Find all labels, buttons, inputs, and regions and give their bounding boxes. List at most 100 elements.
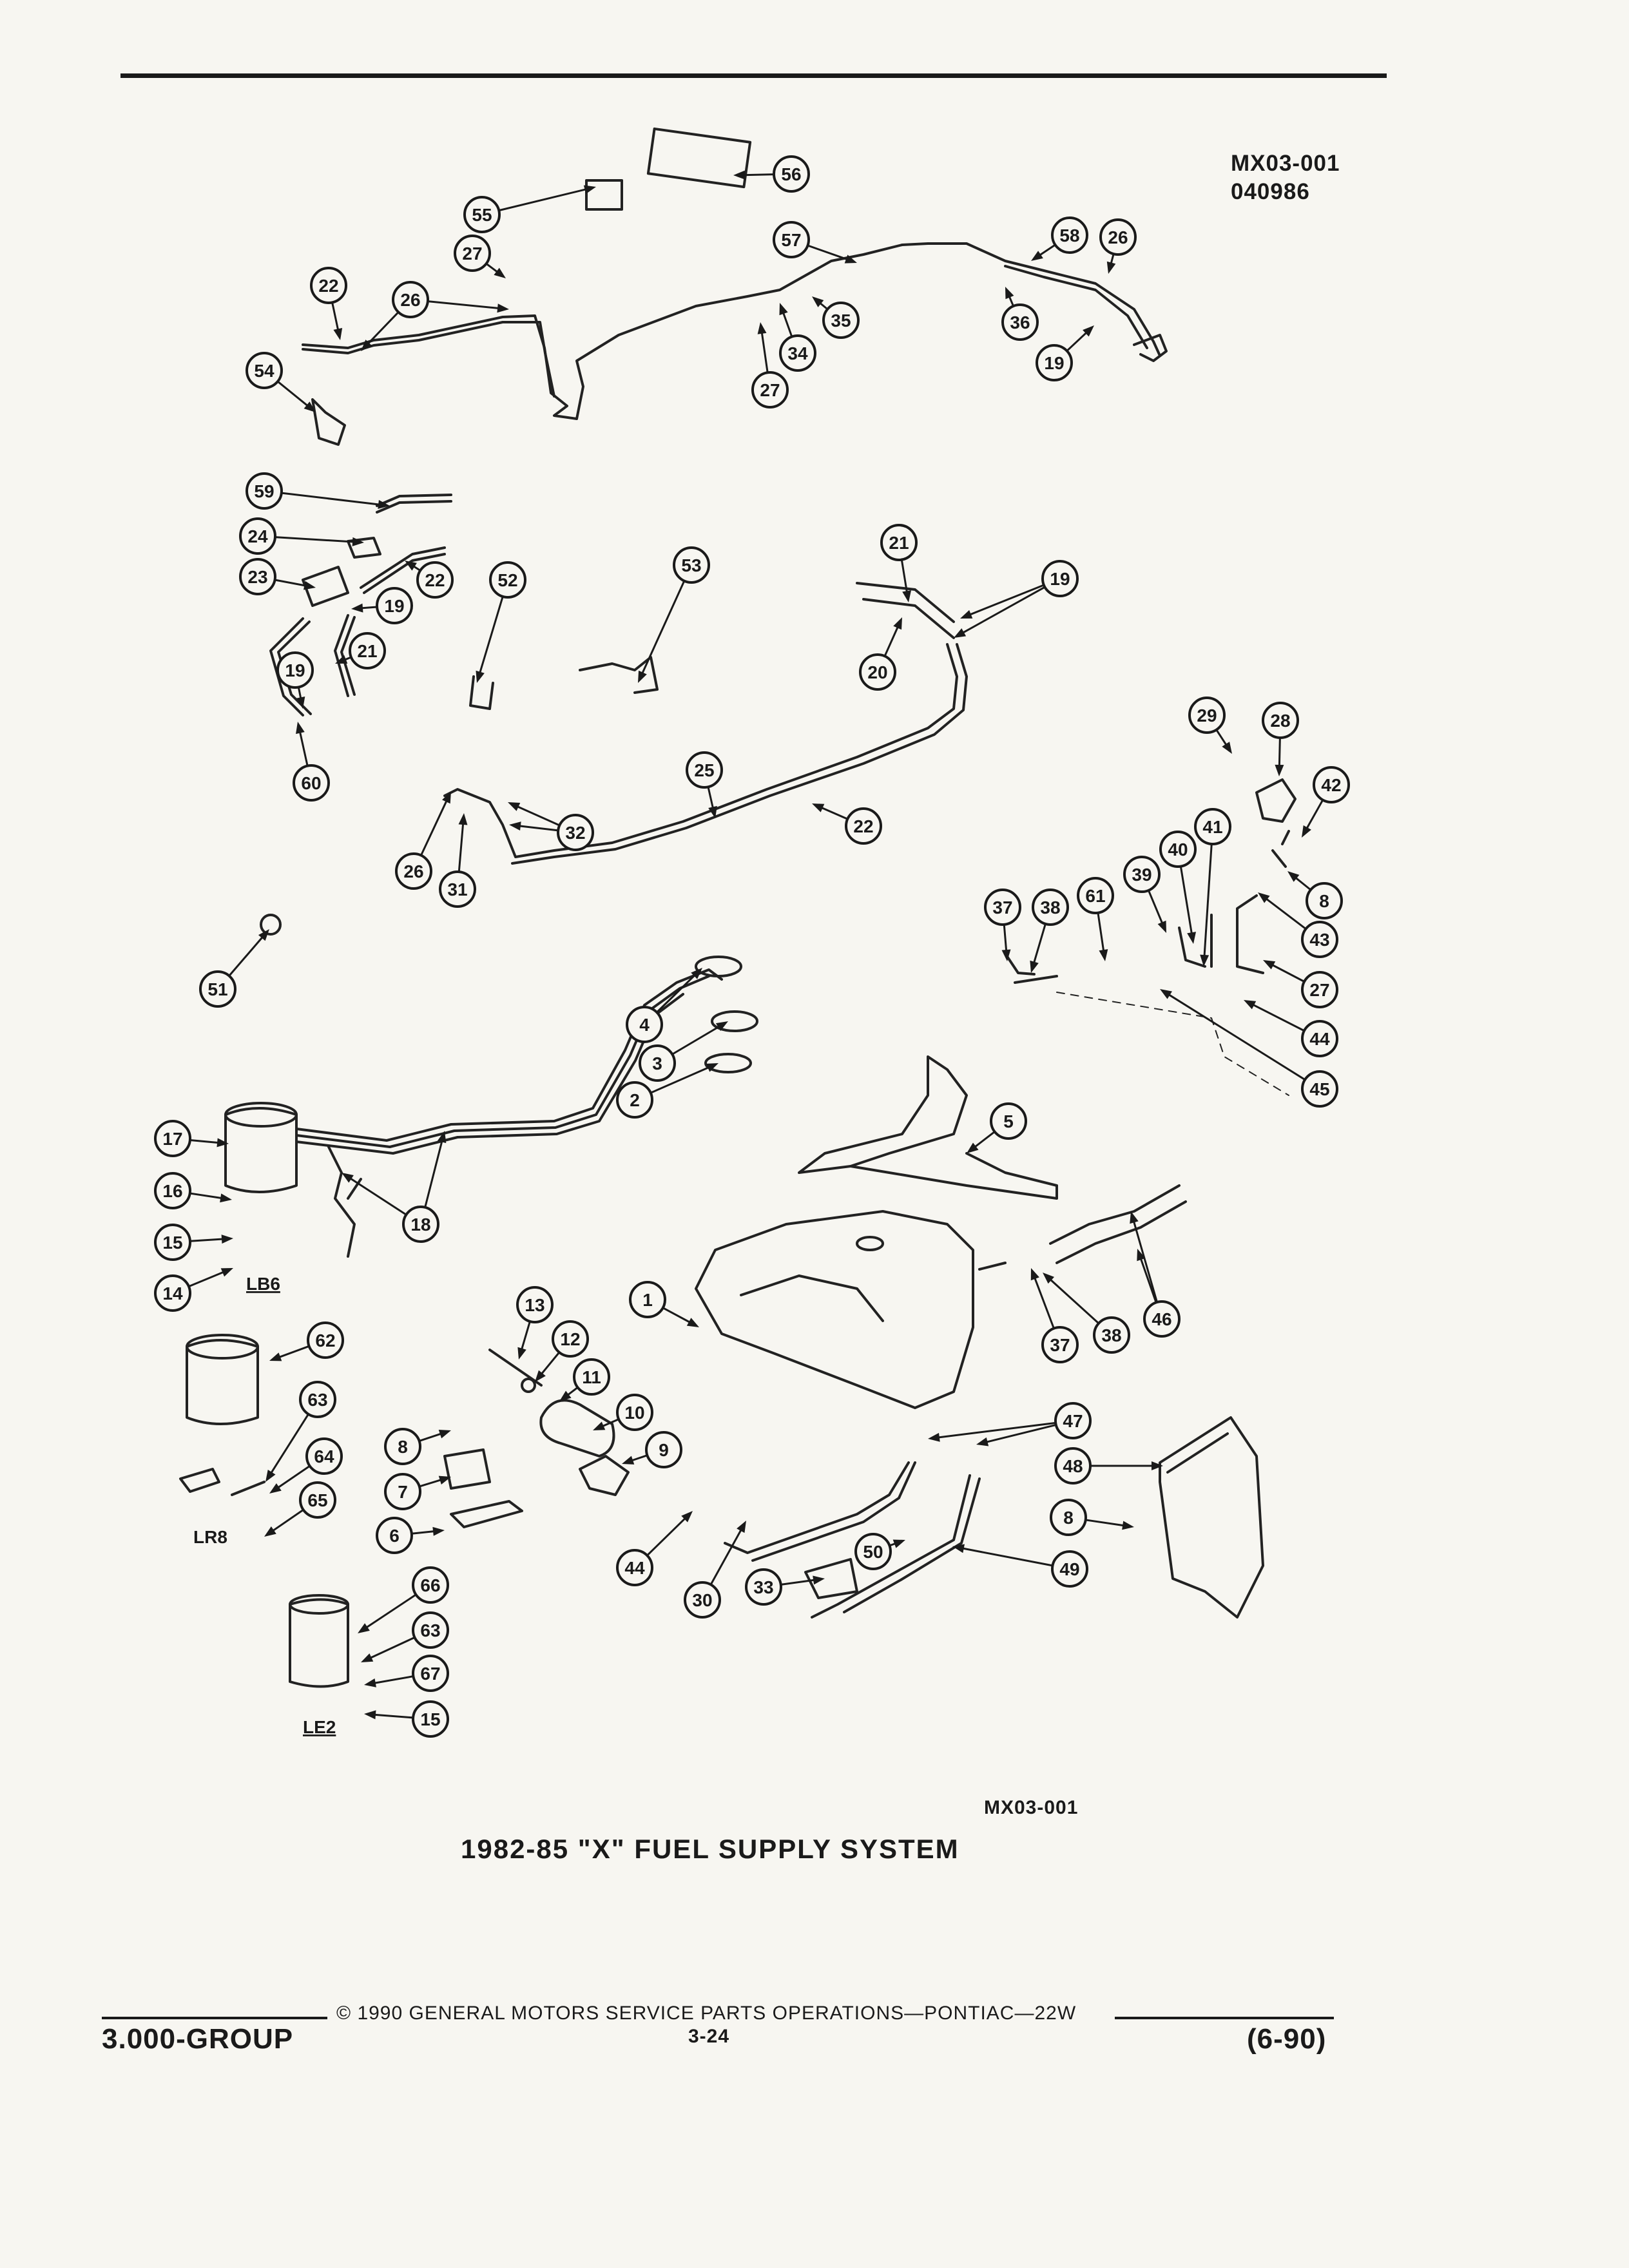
callout-leader	[360, 606, 378, 610]
callout-arrowhead	[733, 170, 746, 180]
callout-circle	[416, 561, 454, 599]
callout-number: 29	[1197, 706, 1217, 726]
callout-leader	[517, 825, 559, 832]
callout-leader	[782, 311, 793, 338]
footer-rule-left	[102, 2017, 327, 2019]
callout-number: 44	[624, 1558, 645, 1578]
callout-arrowhead	[1287, 871, 1300, 882]
callout-leader	[277, 1345, 310, 1359]
callout-arrowhead	[967, 1142, 979, 1153]
callout-circle	[154, 1120, 191, 1157]
callout-arrowhead	[1083, 325, 1094, 337]
callout-circle	[1159, 831, 1197, 868]
callout-number: 56	[781, 164, 801, 184]
callout-leader	[1215, 729, 1228, 747]
callout-arrowhead	[686, 1318, 699, 1327]
callout-leader	[366, 311, 400, 345]
callout-circle	[1194, 808, 1231, 845]
callout-arrowhead	[976, 1437, 989, 1446]
callout-arrowhead	[358, 1623, 370, 1633]
callout-leader	[1097, 912, 1105, 953]
callout-leader	[1167, 993, 1306, 1081]
callout-arrowhead	[583, 185, 596, 195]
callout-arrowhead	[681, 1511, 693, 1523]
callout-circle	[686, 751, 723, 789]
variant-labels: LB6 LR8 LE2	[193, 1274, 336, 1737]
callout-circle	[645, 1431, 682, 1468]
callout-number: 27	[760, 380, 780, 400]
group-label: 3.000-GROUP	[102, 2023, 294, 2055]
callout-leader	[424, 1139, 443, 1208]
callout-leader	[1293, 876, 1311, 891]
callout-arrowhead	[509, 822, 521, 831]
callout-circle	[1301, 921, 1338, 958]
callout-arrowhead	[1030, 960, 1039, 973]
callout-circle	[1036, 344, 1073, 381]
callout-number: 61	[1085, 886, 1105, 906]
callout-arrowhead	[351, 603, 363, 613]
callout-arrowhead	[1258, 892, 1270, 903]
callout-arrowhead	[737, 1521, 746, 1533]
callout-number: 43	[1309, 930, 1329, 950]
callout-arrowhead	[1005, 287, 1014, 300]
callout-leader	[709, 1528, 743, 1586]
callout-circle	[616, 1394, 653, 1431]
callout-leader	[1139, 1256, 1157, 1303]
callout-leader	[961, 586, 1046, 635]
reference-code-block: MX03-001 040986	[1231, 149, 1340, 206]
callout-number: 64	[314, 1446, 334, 1466]
callout-arrowhead	[335, 655, 348, 664]
callout-number: 12	[560, 1329, 580, 1349]
callout-number: 8	[1063, 1508, 1074, 1528]
callout-circle	[239, 517, 276, 555]
callout-number: 59	[254, 481, 274, 501]
callout-arrowhead	[1152, 1461, 1163, 1470]
callout-arrowhead	[1302, 825, 1311, 838]
callout-leader	[372, 1713, 414, 1719]
callout-leader	[369, 1636, 416, 1660]
callout-circle	[384, 1473, 421, 1510]
callout-leader	[228, 935, 265, 977]
callout-circle	[1099, 218, 1137, 256]
callout-leader	[1048, 1278, 1100, 1324]
reference-date: 040986	[1231, 179, 1310, 204]
callout-number: 50	[863, 1542, 883, 1562]
callout-arrowhead	[220, 1193, 232, 1203]
top-fuel-line	[302, 242, 1161, 420]
callout-circle	[1001, 303, 1039, 341]
callout-arrowhead	[779, 303, 788, 316]
callout-number: 22	[318, 276, 338, 296]
callout-circle	[984, 889, 1021, 926]
callout-leader	[883, 625, 900, 657]
callout-leader	[1278, 737, 1281, 768]
callout-number: 21	[889, 533, 909, 553]
callout-leader	[458, 822, 465, 872]
callout-number: 24	[247, 526, 268, 546]
callout-arrowhead	[517, 1347, 526, 1360]
variant-label-lb6: LB6	[246, 1274, 280, 1294]
callout-leader	[1148, 890, 1164, 925]
callout-arrowhead	[757, 322, 767, 334]
callout-leader	[1264, 897, 1307, 930]
callout-leader	[671, 1024, 721, 1055]
callout-leader	[520, 1321, 531, 1351]
callout-number: 31	[447, 879, 467, 899]
callout-arrowhead	[812, 803, 825, 812]
callout-circle	[1143, 1300, 1181, 1338]
callout-circle	[199, 970, 236, 1008]
callout-arrowhead	[258, 929, 269, 941]
callout-number: 23	[247, 567, 267, 587]
callout-arrowhead	[438, 1475, 451, 1485]
callout-circle	[154, 1224, 191, 1261]
callout-circle	[439, 870, 476, 908]
callout-arrowhead	[221, 1235, 233, 1244]
callout-circle	[1093, 1316, 1130, 1354]
callout-arrowhead	[364, 1710, 376, 1720]
callout-leader	[411, 1530, 436, 1535]
callout-arrowhead	[813, 1575, 825, 1585]
callout-leader	[662, 1307, 692, 1324]
callout-number: 26	[1108, 227, 1128, 247]
callout-number: 62	[315, 1331, 335, 1350]
callout-leader	[188, 1270, 226, 1288]
callout-arrowhead	[352, 537, 364, 546]
